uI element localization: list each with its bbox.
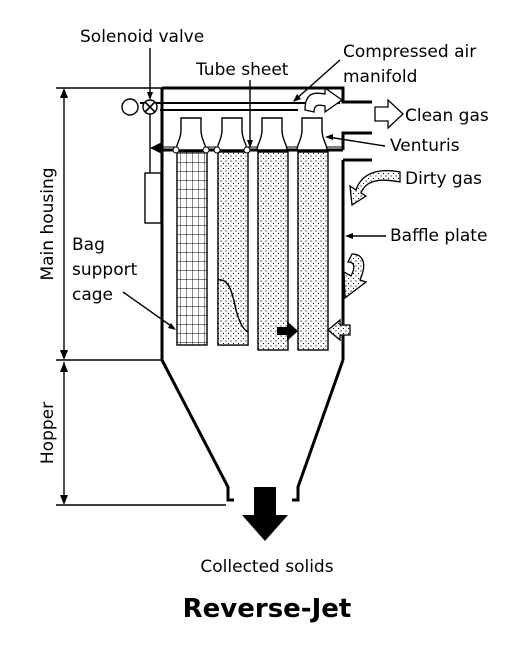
dirty-gas-arrow-1 — [349, 169, 401, 207]
label-cage-3: cage — [72, 285, 113, 305]
label-collected-solids: Collected solids — [200, 557, 333, 577]
bag-3 — [256, 117, 289, 351]
leader-compressed-air — [294, 59, 341, 101]
label-compressed-air-1: Compressed air — [343, 42, 476, 62]
dirty-gas-arrow-2 — [343, 253, 368, 300]
diagram-title: Reverse-Jet — [183, 594, 352, 624]
label-tube-sheet: Tube sheet — [195, 60, 289, 80]
leader-venturis — [327, 136, 386, 147]
label-solenoid-valve: Solenoid valve — [80, 27, 204, 47]
leader-cage — [122, 291, 175, 329]
bag-1 — [172, 117, 210, 346]
label-cage-2: support — [72, 260, 138, 280]
label-main-housing: Main housing — [38, 167, 58, 280]
hopper-shell — [160, 359, 345, 502]
label-baffle-plate: Baffle plate — [390, 226, 487, 246]
clean-gas-arrow-1 — [304, 86, 344, 114]
label-clean-gas: Clean gas — [405, 106, 489, 126]
label-hopper: Hopper — [38, 402, 58, 464]
collected-solids-arrow — [242, 487, 288, 541]
dirty-gas-arrow-3 — [326, 318, 351, 342]
label-dirty-gas: Dirty gas — [405, 169, 482, 189]
label-cage-1: Bag — [72, 235, 105, 255]
label-compressed-air-2: manifold — [343, 67, 417, 87]
clean-gas-arrow-2 — [374, 98, 404, 130]
main-housing-dimension — [56, 87, 162, 361]
solenoid-valve — [121, 98, 162, 224]
hopper-dimension — [56, 362, 226, 506]
bag-4 — [296, 117, 329, 351]
bag-2 — [213, 117, 251, 346]
pulse-arrow — [277, 321, 298, 341]
label-venturis: Venturis — [390, 136, 460, 156]
